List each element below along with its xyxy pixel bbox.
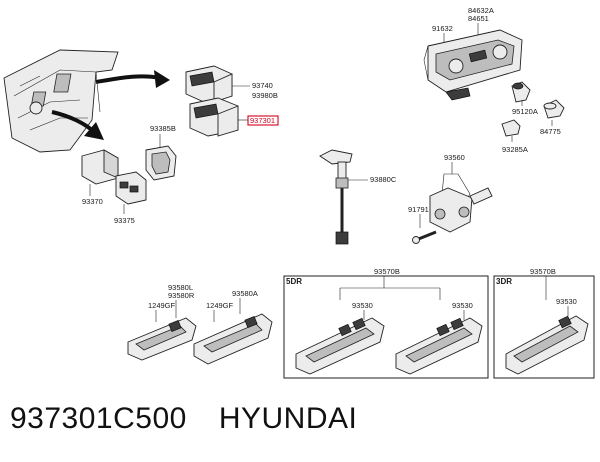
bracket-93385B [145, 145, 177, 181]
section-5dr: 5DR [286, 277, 302, 286]
label-93530-5dr-a: 93530 [352, 301, 373, 310]
label-93370: 93370 [82, 197, 103, 206]
switch-93740 [185, 65, 233, 103]
three-door-box [493, 275, 595, 379]
sensor-93880C [319, 149, 353, 245]
label-93385B: 93385B [150, 124, 176, 133]
footer-caption: 937301C500 HYUNDAI [10, 402, 357, 436]
master-window-switch-3dr [505, 315, 589, 375]
dashboard-overview [3, 49, 170, 153]
master-window-switch-5dr-a [295, 317, 385, 375]
bolt-91791 [412, 230, 437, 244]
switch-93370 [81, 149, 119, 185]
label-93740: 93740 [252, 81, 273, 90]
label-93375: 93375 [114, 216, 135, 225]
label-91791: 91791 [408, 205, 429, 214]
label-93560: 93560 [444, 153, 465, 162]
switch-93560 [429, 187, 493, 233]
label-84651: 84651 [468, 14, 489, 23]
heater-control-panel [423, 29, 523, 101]
label-95120A: 95120A [512, 107, 538, 116]
label-84775: 84775 [540, 127, 561, 136]
label-93570B-3dr: 93570B [530, 267, 556, 276]
label-93570B-5dr: 93570B [374, 267, 400, 276]
label-93530-5dr-b: 93530 [452, 301, 473, 310]
window-switch-panel-right [193, 313, 273, 365]
switch-93730 [189, 97, 239, 137]
cigar-socket-95120A [511, 81, 531, 103]
label-91632: 91632 [432, 24, 453, 33]
label-93580A: 93580A [232, 289, 258, 298]
label-84632A: 84632A [468, 6, 494, 15]
master-window-switch-5dr-b [395, 317, 483, 375]
highlight-box [247, 115, 279, 126]
label-937301-highlighted: 937301 [250, 116, 275, 125]
label-1249GF-right: 1249GF [206, 301, 234, 310]
section-3dr: 3DR [496, 277, 512, 286]
label-93530-3dr: 93530 [556, 297, 577, 306]
label-93880C: 93880C [370, 175, 397, 184]
plug-84775 [543, 99, 565, 119]
brand-name: HYUNDAI [218, 402, 358, 435]
label-93580L: 93580L [168, 283, 193, 292]
switch-93375 [115, 171, 147, 205]
button-93285A [501, 119, 521, 137]
window-switch-panel-left [127, 317, 197, 361]
label-1249GF-left: 1249GF [148, 301, 176, 310]
label-93580R: 93580R [168, 291, 195, 300]
part-number: 937301C500 [10, 402, 187, 435]
five-door-box [283, 275, 489, 379]
label-93980B: 93980B [252, 91, 278, 100]
label-93285A: 93285A [502, 145, 528, 154]
